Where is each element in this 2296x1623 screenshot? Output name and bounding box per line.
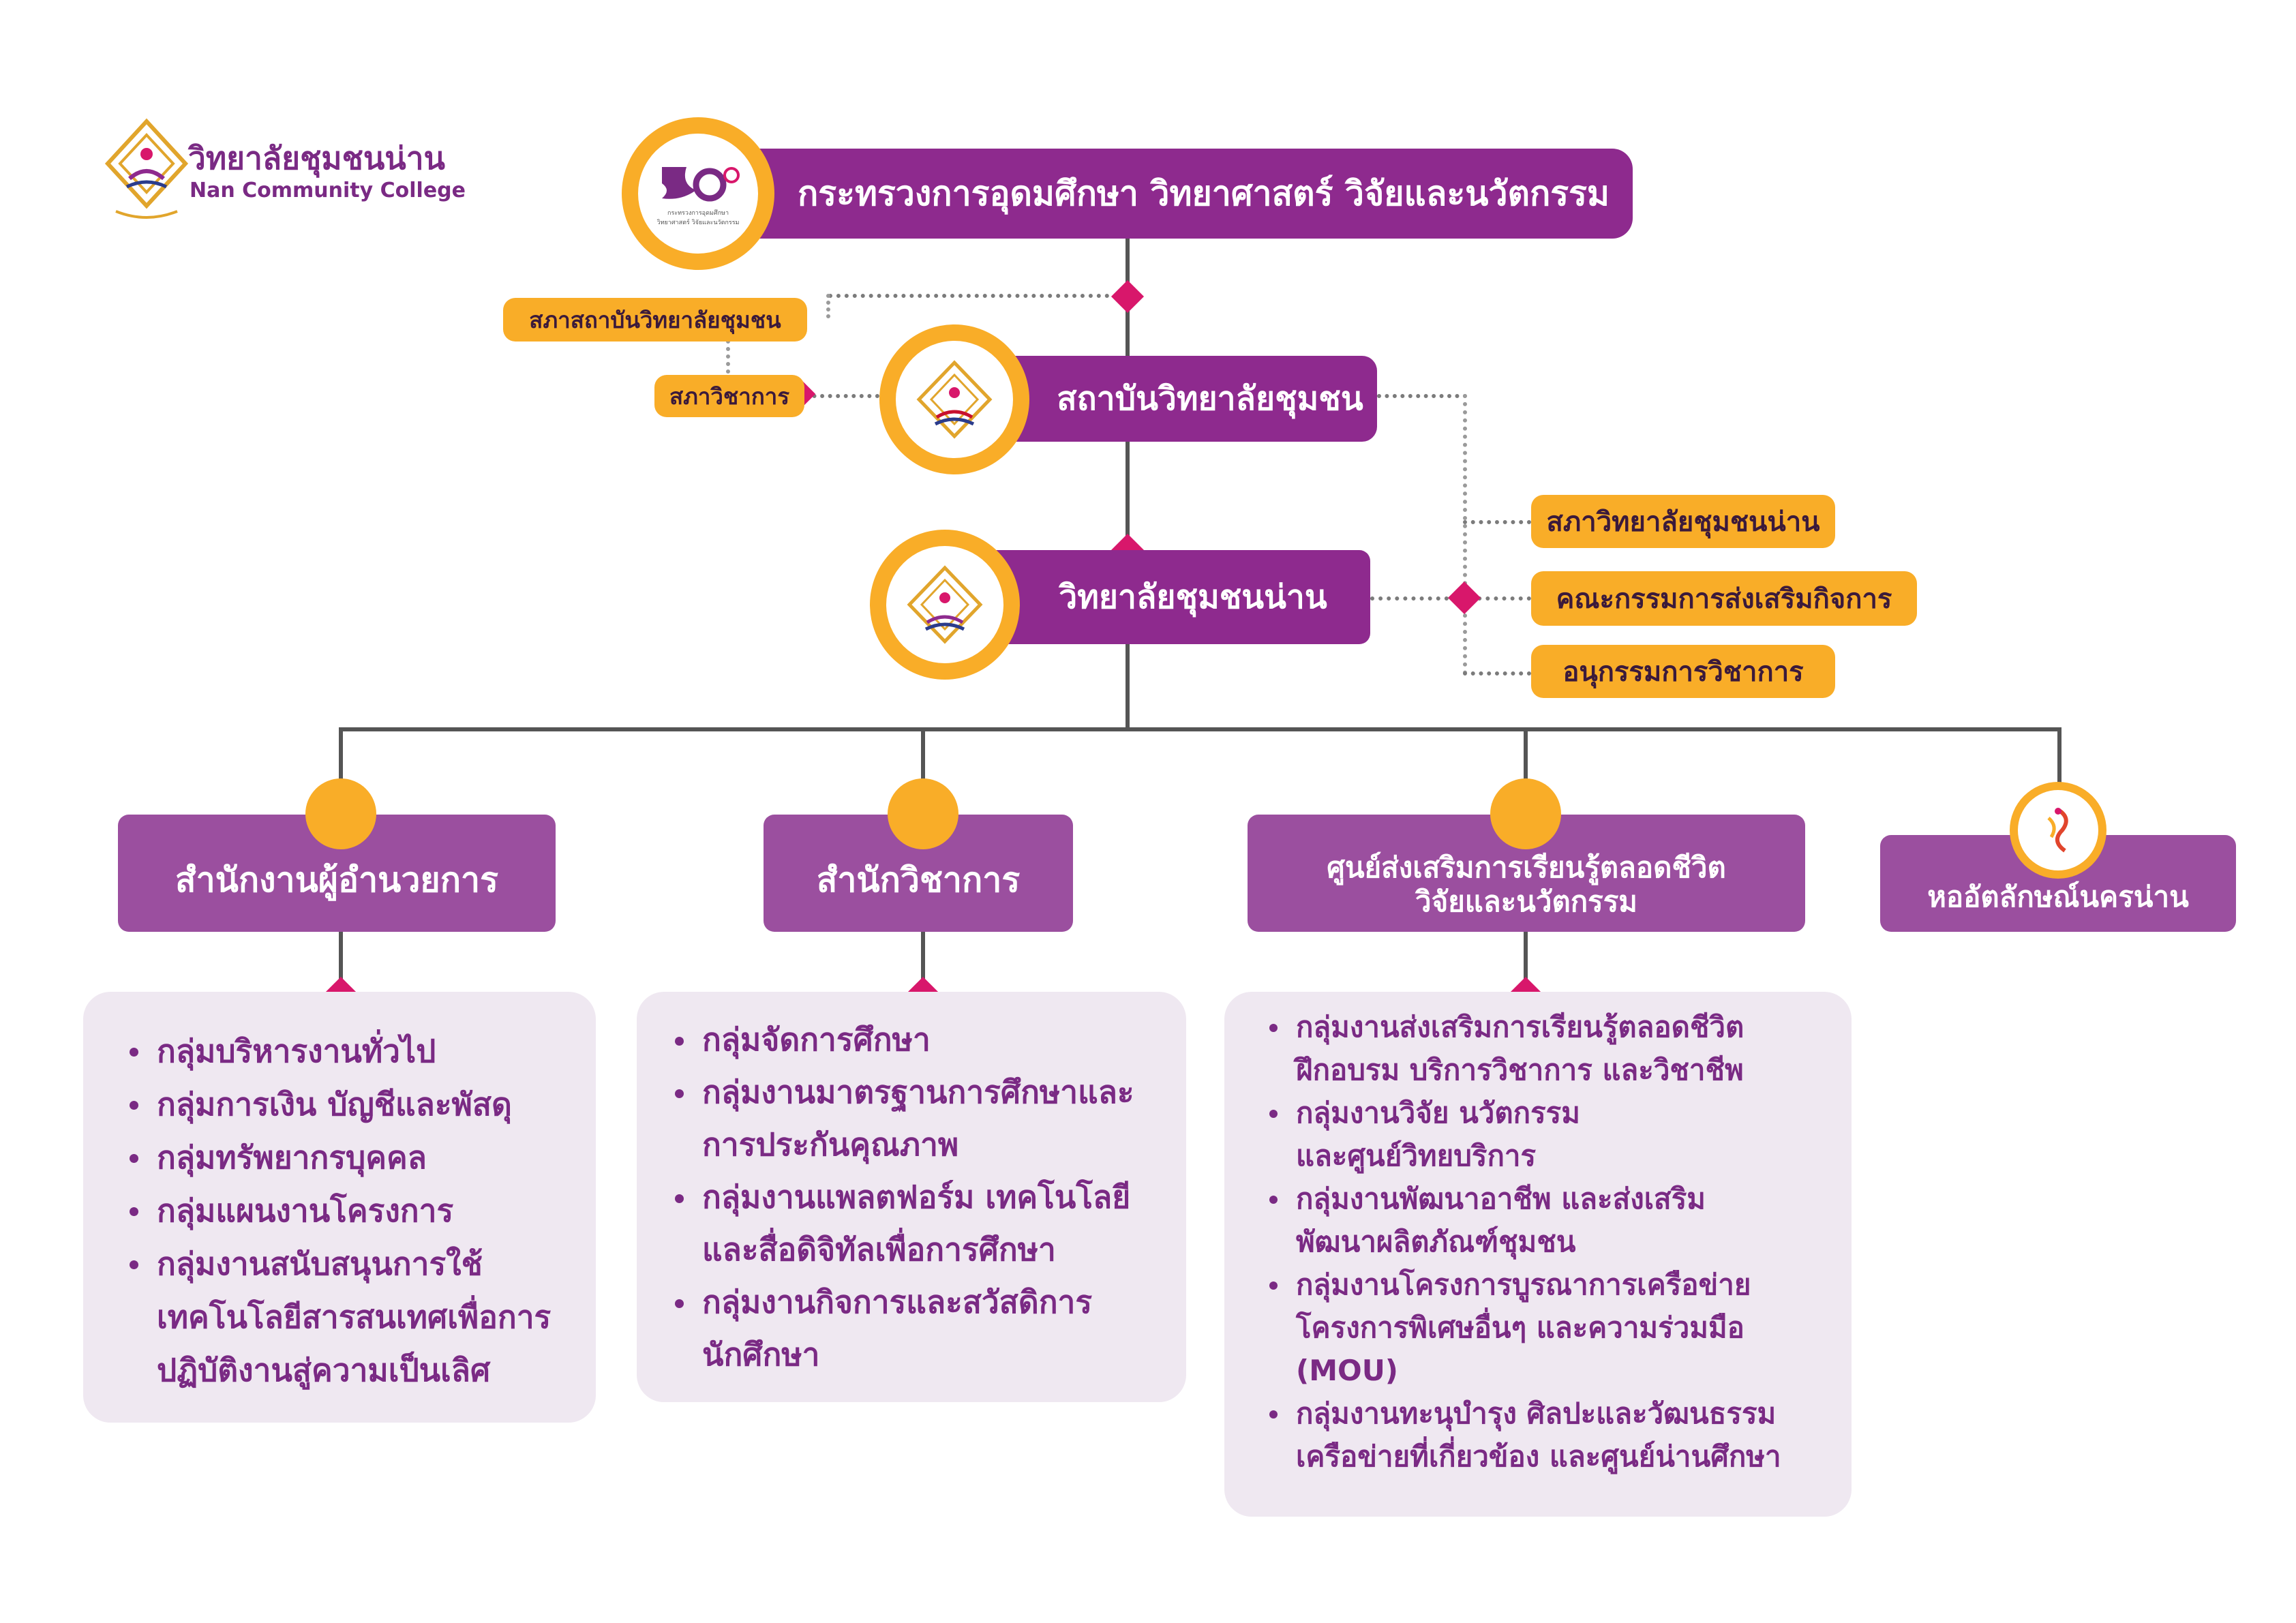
committee-academic-sub: อนุกรรมการวิชาการ: [1531, 645, 1835, 698]
ministry-logo-caption-2: วิทยาศาสตร์ วิจัยและนวัตกรรม: [656, 219, 740, 226]
panel-lifelong-learning: กลุ่มงานส่งเสริมการเรียนรู้ตลอดชีวิต ฝึก…: [1224, 992, 1852, 1517]
committee-college-council: สภาวิทยาลัยชุมชนน่าน: [1531, 495, 1835, 548]
dotted-link-committee-1: [1463, 520, 1531, 524]
dotted-link-institute-council-drop: [826, 294, 830, 318]
institute-council-box: สภาสถาบันวิทยาลัยชุมชน: [503, 298, 807, 342]
list-item: กลุ่มงานมาตรฐานการศึกษาและ: [637, 1066, 1186, 1119]
department-bus-line: [339, 727, 2061, 731]
drop-line-3: [1524, 727, 1528, 816]
list-item: กลุ่มงานสนับสนุนการใช้: [83, 1237, 596, 1290]
panel-link-3: [1524, 930, 1528, 992]
institute-box: สถาบันวิทยาลัยชุมชน: [968, 356, 1377, 442]
list-item: กลุ่มการเงิน บัญชีและพัสดุ: [83, 1078, 596, 1131]
spine-line: [1126, 239, 1130, 729]
identity-hall-logo: [2018, 790, 2098, 870]
list-item: กลุ่มงานโครงการบูรณาการเครือข่าย: [1224, 1263, 1852, 1306]
panel-link-2: [921, 930, 925, 992]
list-item: กลุ่มแผนงานโครงการ: [83, 1184, 596, 1237]
dept-academic-office-title: สำนักวิชาการ: [816, 860, 1021, 900]
drop-line-1: [339, 727, 343, 816]
drop-line-4: [2057, 727, 2061, 802]
committee-label-3: อนุกรรมการวิชาการ: [1562, 656, 1804, 688]
ministry-label: กระทรวงการอุดมศึกษา วิทยาศาสตร์ วิจัยและ…: [798, 173, 1610, 213]
list-item: กลุ่มงานส่งเสริมการเรียนรู้ตลอดชีวิต: [1224, 1005, 1852, 1048]
dept-director-office-dot: [305, 778, 376, 849]
list-item-continued: พัฒนาผลิตภัณฑ์ชุมชน: [1296, 1225, 1576, 1258]
ministry-mark-icon: [662, 167, 740, 202]
institute-label: สถาบันวิทยาลัยชุมชน: [1057, 380, 1363, 418]
dept-lifelong-title-2: วิจัยและนวัตกรรม: [1415, 885, 1637, 918]
list-item-continued: เครือข่ายที่เกี่ยวข้อง และศูนย์น่านศึกษา: [1296, 1440, 1781, 1473]
brand-name-en: Nan Community College: [190, 179, 466, 202]
dept-lifelong-dot: [1490, 778, 1561, 849]
academic-office-list: กลุ่มจัดการศึกษา กลุ่มงานมาตรฐานการศึกษา…: [637, 1014, 1186, 1381]
list-item-continued: (MOU): [1296, 1354, 1398, 1387]
college-label: วิทยาลัยชุมชนน่าน: [1059, 578, 1327, 616]
dept-director-office-title: สำนักงานผู้อำนวยการ: [175, 860, 498, 900]
list-item: กลุ่มงานพัฒนาอาชีพ และส่งเสริม: [1224, 1177, 1852, 1220]
dotted-link-academic-council: [804, 394, 879, 398]
dotted-link-institute-council: [828, 294, 1126, 298]
list-item-continued: ฝึกอบรม บริการวิชาการ และวิชาชีพ: [1296, 1053, 1744, 1087]
junction-diamond-committees: [1447, 581, 1481, 615]
list-item: กลุ่มทรัพยากรบุคคล: [83, 1131, 596, 1184]
college-emblem-icon: [907, 565, 983, 644]
list-item-continued: ปฏิบัติงานสู่ความเป็นเลิศ: [157, 1352, 491, 1389]
dept-identity-hall-title: หออัตลักษณ์นครน่าน: [1927, 879, 2189, 913]
dotted-link-institute-committees: [1377, 394, 1467, 398]
academic-council-label: สภาวิชาการ: [669, 382, 790, 410]
list-item-continued: และศูนย์วิทยบริการ: [1296, 1139, 1537, 1172]
list-item-continued: เทคโนโลยีสารสนเทศเพื่อการ: [157, 1299, 552, 1335]
institute-emblem-icon: [916, 360, 993, 439]
ministry-logo-caption-1: กระทรวงการอุดมศึกษา: [667, 210, 729, 217]
list-item: กลุ่มงานแพลตฟอร์ม เทคโนโลยี: [637, 1171, 1186, 1224]
college-logo: [886, 546, 1003, 663]
identity-hall-emblem-icon: [2047, 808, 2068, 853]
panel-director-office: กลุ่มบริหารงานทั่วไป กลุ่มการเงิน บัญชีแ…: [83, 992, 596, 1423]
dotted-link-committees-spine: [1463, 394, 1467, 675]
ministry-logo: กระทรวงการอุดมศึกษา วิทยาศาสตร์ วิจัยและ…: [638, 134, 758, 254]
list-item: กลุ่มงานวิจัย นวัตกรรม: [1224, 1091, 1852, 1134]
committee-label-1: สภาวิทยาลัยชุมชนน่าน: [1546, 506, 1820, 538]
committee-label-2: คณะกรรมการส่งเสริมกิจการ: [1556, 583, 1892, 615]
list-item: กลุ่มงานกิจการและสวัสดิการ: [637, 1276, 1186, 1329]
dept-director-office: สำนักงานผู้อำนวยการ: [118, 815, 556, 932]
director-office-list: กลุ่มบริหารงานทั่วไป กลุ่มการเงิน บัญชีแ…: [83, 1025, 596, 1397]
list-item-continued: นักศึกษา: [702, 1336, 820, 1373]
list-item: กลุ่มบริหารงานทั่วไป: [83, 1025, 596, 1078]
institute-logo: [896, 341, 1013, 458]
college-box: วิทยาลัยชุมชนน่าน: [968, 550, 1370, 644]
dotted-link-councils: [726, 339, 730, 374]
panel-academic-office: กลุ่มจัดการศึกษา กลุ่มงานมาตรฐานการศึกษา…: [637, 992, 1186, 1402]
drop-line-2: [921, 727, 925, 816]
dotted-link-committee-3: [1463, 671, 1531, 676]
list-item-continued: โครงการพิเศษอื่นๆ และความร่วมมือ: [1296, 1311, 1744, 1344]
dept-academic-office-dot: [888, 778, 958, 849]
list-item-continued: การประกันคุณภาพ: [702, 1126, 959, 1163]
list-item-continued: และสื่อดิจิทัลเพื่อการศึกษา: [702, 1231, 1056, 1268]
institute-council-label: สภาสถาบันวิทยาลัยชุมชน: [529, 306, 781, 333]
junction-diamond-ministry: [1111, 279, 1145, 314]
committee-promotion: คณะกรรมการส่งเสริมกิจการ: [1531, 571, 1917, 626]
ministry-box: กระทรวงการอุดมศึกษา วิทยาศาสตร์ วิจัยและ…: [716, 149, 1633, 239]
list-item: กลุ่มจัดการศึกษา: [637, 1014, 1186, 1066]
lifelong-learning-list: กลุ่มงานส่งเสริมการเรียนรู้ตลอดชีวิต ฝึก…: [1224, 1005, 1852, 1478]
brand-name-th: วิทยาลัยชุมชนน่าน: [188, 140, 446, 177]
panel-link-1: [339, 930, 343, 992]
academic-council-box: สภาวิชาการ: [654, 375, 804, 417]
dept-lifelong-title-1: ศูนย์ส่งเสริมการเรียนรู้ตลอดชีวิต: [1327, 850, 1726, 884]
college-logo: [102, 116, 191, 232]
list-item: กลุ่มงานทะนุบำรุง ศิลปะและวัฒนธรรม: [1224, 1392, 1852, 1435]
